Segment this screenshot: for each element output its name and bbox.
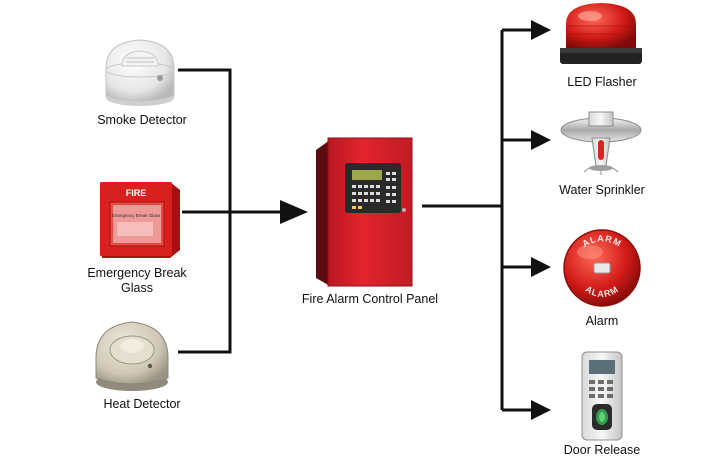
break-glass-label-line1: Emergency Break <box>87 266 187 280</box>
control-panel-icon <box>316 137 413 287</box>
arrowhead-door-release <box>531 400 551 420</box>
heat-detector-icon <box>95 321 169 391</box>
svg-text:ALARM: ALARM <box>580 233 623 249</box>
arrowhead-alarm <box>531 257 551 277</box>
break-glass-device-subtext: Emergency Break Glass <box>112 213 161 218</box>
arrowhead-panel <box>280 200 308 224</box>
smoke-detector-icon <box>105 39 175 106</box>
water-sprinkler-label: Water Sprinkler <box>559 183 645 197</box>
connector-smoke-detector <box>178 68 232 212</box>
break-glass-label-line2: Glass <box>121 281 153 295</box>
arrowhead-led-flasher <box>531 20 551 40</box>
door-release-icon <box>581 351 623 441</box>
heat-detector-label: Heat Detector <box>103 397 181 411</box>
alarm-bell-icon: ALARM ALARM <box>563 229 641 307</box>
break-glass-device-text: FIRE <box>126 188 147 198</box>
break-glass-icon: FIRE Emergency Break Glass <box>100 182 180 258</box>
arrowhead-water-sprinkler <box>531 130 551 150</box>
alarm-device-text-top: ALARM <box>580 233 622 249</box>
led-flasher-label: LED Flasher <box>567 75 637 89</box>
alarm-label: Alarm <box>585 314 619 328</box>
door-release-label: Door Release <box>563 443 641 457</box>
alarm-device-text-bottom: ALARM <box>584 284 620 299</box>
led-flasher-icon <box>560 3 642 64</box>
connector-lines <box>178 28 535 412</box>
arrowheads <box>280 20 551 420</box>
connector-heat-detector <box>178 212 232 354</box>
smoke-detector-label: Smoke Detector <box>97 113 187 127</box>
control-panel-label: Fire Alarm Control Panel <box>301 292 439 306</box>
water-sprinkler-icon <box>560 111 642 175</box>
svg-text:ALARM: ALARM <box>584 284 621 299</box>
